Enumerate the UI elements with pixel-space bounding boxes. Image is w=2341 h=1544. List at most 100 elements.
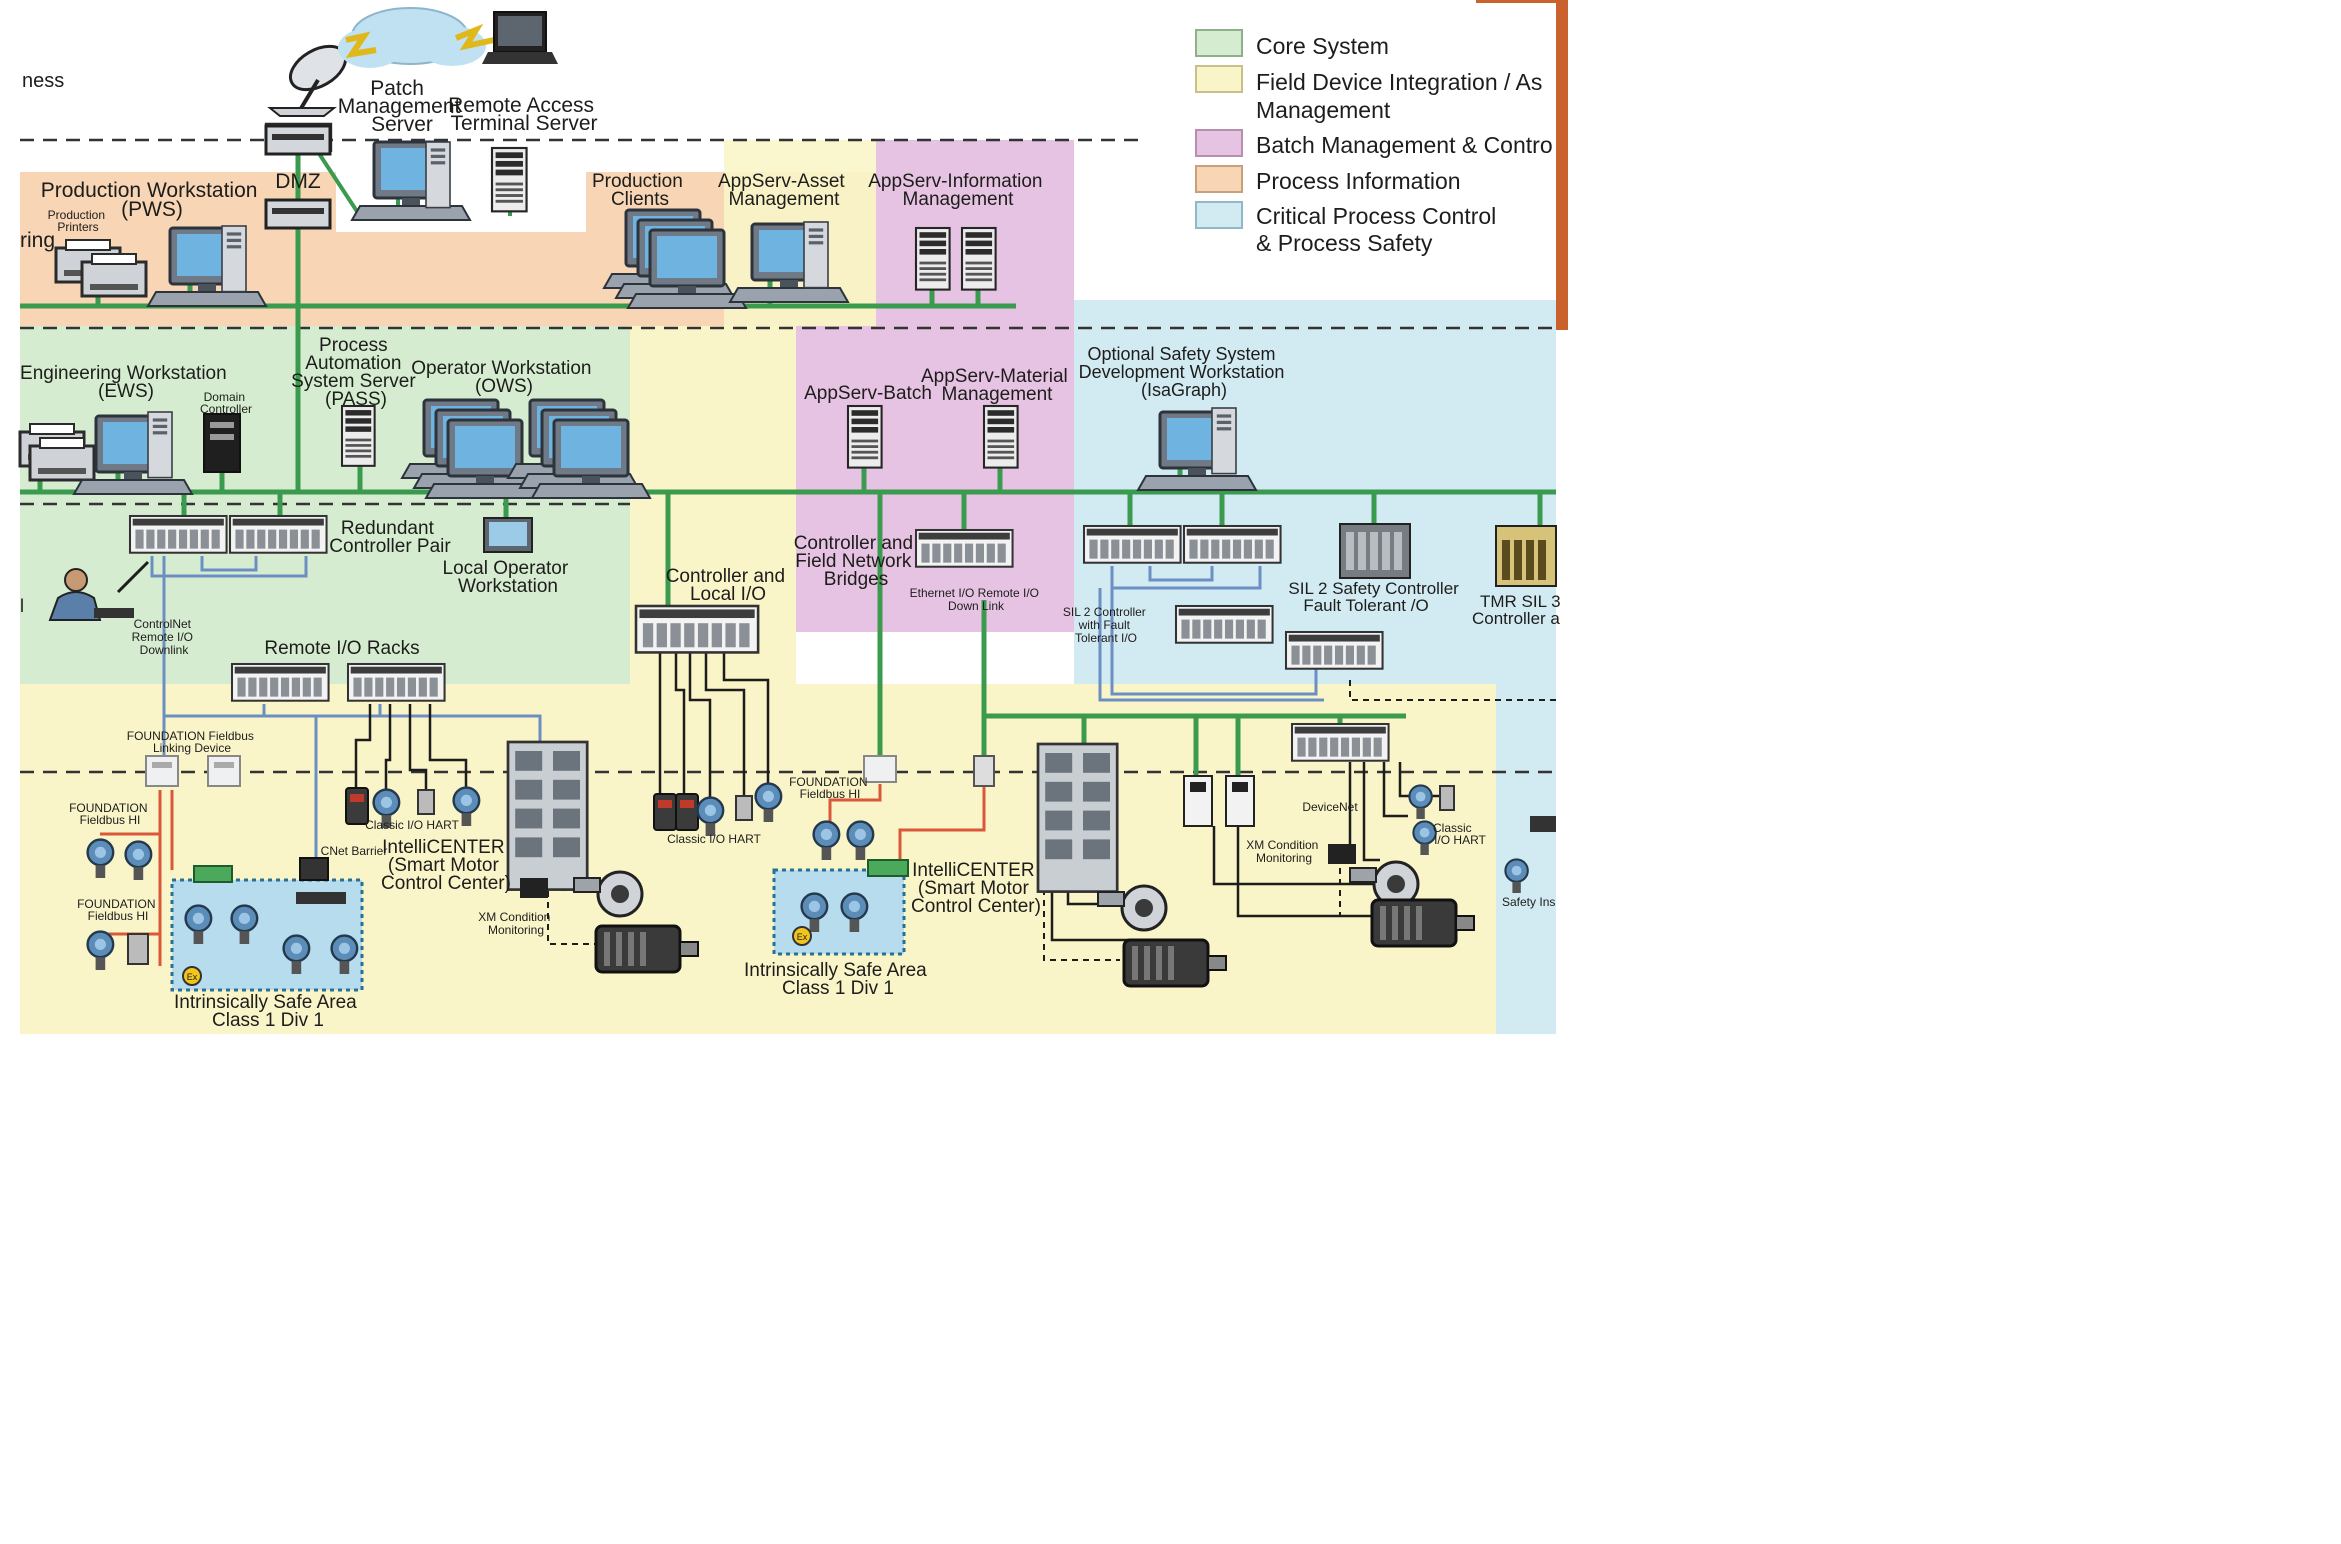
label-isa-b: Intrinsically Safe Area Class 1 Div 1 xyxy=(744,960,932,999)
sil2-ft-io-rack-icon xyxy=(1174,604,1274,644)
operator-arrow xyxy=(116,560,150,594)
diagram-labels: ness Patch Management Server Remote Acce… xyxy=(20,70,1565,1031)
label-tmr: TMR SIL 3 Controller a xyxy=(1472,592,1565,628)
label-remote-access: Remote Access Terminal Server xyxy=(448,94,600,135)
controller-local-io-rack-icon xyxy=(634,604,760,654)
ff-linking-device-b-icon xyxy=(207,755,241,787)
zone-batch-mid xyxy=(796,326,1074,632)
mcc-a-icon xyxy=(506,740,589,891)
legend-label-core: Core System xyxy=(1256,33,1389,59)
legend-label-batch: Batch Management & Contro xyxy=(1256,132,1553,158)
label-appserv-material: AppServ-Material Management xyxy=(921,366,1073,405)
legend-swatch-batch xyxy=(1195,129,1243,157)
label-ethernet-io: Ethernet I/O Remote I/O Down Link xyxy=(910,586,1043,613)
label-appserv-asset: AppServ-Asset Management xyxy=(718,171,850,210)
io-links xyxy=(150,556,1324,860)
label-isa-a: Intrinsically Safe Area Class 1 Div 1 xyxy=(174,992,362,1031)
sil2-controller-a-icon xyxy=(1082,524,1182,564)
drive-a-icon xyxy=(1183,775,1213,827)
label-ring: ring xyxy=(20,229,55,252)
appserv-batch-server-icon xyxy=(846,404,883,469)
pass-server-icon xyxy=(340,404,376,467)
remote-laptop-icon xyxy=(482,11,558,64)
label-ff-linking: FOUNDATION Fieldbus Linking Device xyxy=(127,729,257,755)
slide-accent-bar xyxy=(1556,0,1568,330)
label-classic-hart-b: Classic I/O HART xyxy=(667,832,761,846)
label-ex-b: Ex xyxy=(797,932,808,942)
information-server-icon-a xyxy=(914,226,951,291)
dashed-separators xyxy=(20,138,1556,774)
label-operator-ws: Operator Workstation (OWS) xyxy=(411,358,597,397)
dmz-router-lower-icon xyxy=(264,198,332,230)
label-production-ws: Production Workstation (PWS) xyxy=(41,179,264,221)
sil2-safety-io-rack-icon xyxy=(1284,630,1384,670)
label-xm-a: XM Condition Monitoring xyxy=(478,910,553,937)
legend-swatch-critical xyxy=(1195,201,1243,229)
label-classic-hart-a: Classic I/O HART xyxy=(365,818,459,832)
intrinsically-safe-area-b xyxy=(772,859,909,956)
label-controlnet: ControlNet Remote I/O Downlink xyxy=(132,617,197,657)
ews-printers-icon xyxy=(18,422,96,482)
xm-monitor-a-icon xyxy=(520,878,548,898)
satellite-dish-icon xyxy=(267,44,347,117)
legend-label-pinfo: Process Information xyxy=(1256,168,1461,194)
label-production-clients: Production Clients xyxy=(592,171,688,210)
sil2-controller-b-icon xyxy=(1182,524,1282,564)
label-xm-b: XM Condition Monitoring xyxy=(1246,838,1321,865)
label-pass: Process Automation System Server (PASS) xyxy=(291,335,421,410)
label-production-printers: Production Printers xyxy=(48,208,109,234)
label-ex-a: Ex xyxy=(187,972,198,982)
operator-person-icon xyxy=(48,568,134,621)
ff-linking-device-a-icon xyxy=(145,755,179,787)
classic-io-devices-a xyxy=(345,786,481,830)
label-redundant-pair: Redundant Controller Pair xyxy=(329,518,451,557)
label-ff-h1-c: FOUNDATION Fieldbus HI xyxy=(789,775,871,801)
ethernet-io-adapter-icon xyxy=(973,755,995,787)
label-engineering-ws: Engineering Workstation (EWS) xyxy=(20,363,232,402)
legend-label-field: Field Device Integration / As Management xyxy=(1256,69,1549,123)
remote-access-server-icon xyxy=(490,146,528,213)
ff-valve-icon xyxy=(127,933,149,965)
label-local-operator: Local Operator Workstation xyxy=(443,558,574,597)
legend-swatch-core xyxy=(1195,29,1243,57)
label-appserv-batch: AppServ-Batch xyxy=(804,383,932,404)
local-operator-terminal-icon xyxy=(483,517,533,553)
hart-valve-icon xyxy=(1439,785,1455,811)
legend-swatch-pinfo xyxy=(1195,165,1243,193)
mcc-b-icon xyxy=(1036,742,1119,893)
legend-swatch-field xyxy=(1195,65,1243,93)
legend: Core System Field Device Integration / A… xyxy=(1195,29,1553,256)
drive-b-icon xyxy=(1225,775,1255,827)
label-appserv-info: AppServ-Information Management xyxy=(868,171,1048,210)
label-safety-ins: Safety Ins xyxy=(1502,895,1555,909)
redundant-controller-a-icon xyxy=(128,514,228,554)
tmr-controller-icon xyxy=(1495,525,1557,587)
remote-io-rack-b-icon xyxy=(346,662,446,702)
label-intellicenter-a: IntelliCENTER (Smart Motor Control Cente… xyxy=(381,837,511,894)
label-remote-racks: Remote I/O Racks xyxy=(264,638,419,659)
fieldbus-h1-links xyxy=(100,784,986,966)
label-sil2-safety: SIL 2 Safety Controller Fault Tolerant /… xyxy=(1288,579,1463,615)
label-ff-h1-a: FOUNDATION Fieldbus HI xyxy=(69,801,151,827)
label-devicenet: DeviceNet xyxy=(1302,800,1358,814)
label-optional-safety: Optional Safety System Development Works… xyxy=(1079,344,1290,400)
field-network-bridge-rack-icon xyxy=(914,528,1014,568)
redundant-controller-b-icon xyxy=(228,514,328,554)
devicenet-io-rack-icon xyxy=(1290,722,1390,762)
appserv-material-server-icon xyxy=(982,404,1019,469)
label-controller-local-io: Controller and Local I/O xyxy=(666,566,791,605)
label-patch-server: Patch Management Server xyxy=(338,77,466,136)
image-bottom-margin xyxy=(0,1034,1568,1544)
xm-monitor-b-icon xyxy=(1328,844,1356,864)
label-sil2-ft: SIL 2 Controller with Fault Tolerant I/O xyxy=(1063,605,1149,645)
label-intellicenter-b: IntelliCENTER (Smart Motor Control Cente… xyxy=(911,860,1041,917)
legend-label-critical: Critical Process Control & Process Safet… xyxy=(1256,203,1503,256)
information-server-icon-b xyxy=(960,226,997,291)
image-right-margin xyxy=(1568,0,2341,1544)
classic-io-devices-b xyxy=(653,782,783,838)
label-dmz: DMZ xyxy=(275,170,321,193)
remote-io-rack-a-icon xyxy=(230,662,330,702)
label-ff-h1-b: FOUNDATION Fieldbus HI xyxy=(77,897,159,923)
